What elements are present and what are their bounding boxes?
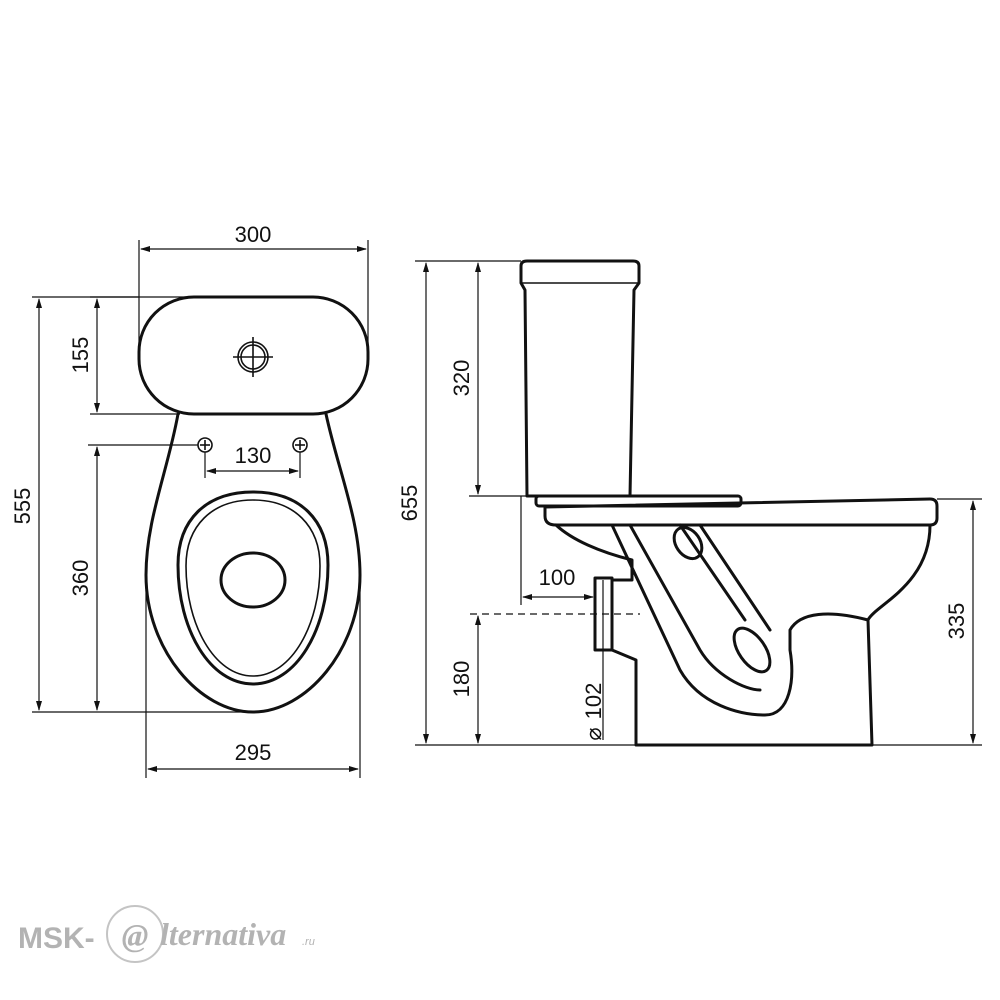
dim-tank-width: 300 [235, 222, 272, 247]
watermark-brand: lternativa [160, 916, 286, 952]
side-view: 655 320 100 180 ⌀ 102 335 [397, 259, 982, 747]
bolt-left-icon [197, 437, 213, 453]
side-view-bowl [554, 523, 932, 747]
dim-outlet-height: 180 [449, 661, 474, 698]
dim-outlet-offset: 100 [539, 565, 576, 590]
watermark-prefix: MSK- [18, 922, 95, 955]
dim-outlet-diameter-symbol: ⌀ [581, 727, 606, 740]
bowl-opening [219, 551, 287, 609]
top-view-tank [137, 295, 370, 416]
dim-outlet-diameter: 102 [581, 683, 606, 720]
dim-bowl-width: 295 [235, 740, 272, 765]
side-view-seat [543, 497, 939, 527]
dim-total-depth: 555 [10, 488, 35, 525]
watermark: MSK- @ lternativa .ru [18, 905, 315, 963]
dim-bolt-spacing: 130 [235, 443, 272, 468]
dim-seat-height: 335 [944, 603, 969, 640]
watermark-logo-circle [106, 905, 164, 963]
toilet-seat [176, 490, 330, 686]
bolt-right-icon [292, 437, 308, 453]
top-view: 300 155 130 555 360 295 [10, 222, 370, 778]
dim-total-height: 655 [397, 485, 422, 522]
dim-tank-depth: 155 [68, 337, 93, 374]
flush-button-icon [233, 337, 273, 377]
trap-channel [610, 523, 870, 717]
watermark-tld: .ru [302, 936, 315, 948]
dim-tank-height: 320 [449, 360, 474, 397]
dim-bowl-depth: 360 [68, 560, 93, 597]
watermark-at-sign: @ [122, 917, 149, 953]
side-view-tank [519, 259, 641, 498]
